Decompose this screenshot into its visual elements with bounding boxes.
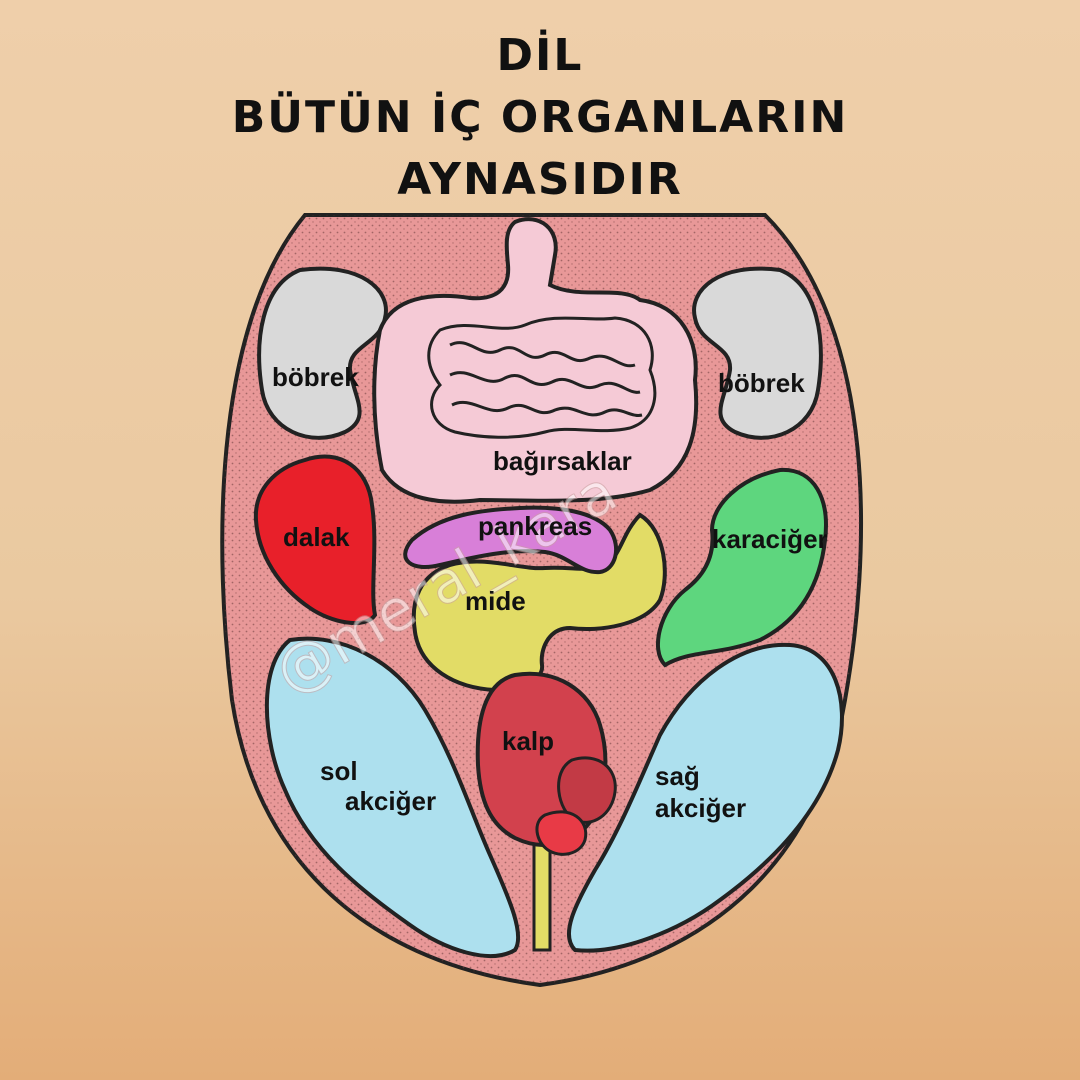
kidney-right	[692, 266, 823, 440]
stomach	[411, 512, 667, 693]
label-liver: karaciğer	[712, 524, 828, 554]
title-line-2: BÜTÜN İÇ ORGANLARIN	[231, 92, 849, 143]
label-lung-right-line1: sağ	[655, 761, 700, 791]
pancreas	[403, 505, 619, 575]
label-lung-right-line2: akciğer	[655, 793, 746, 823]
intestines	[372, 217, 699, 504]
title-line-1: DİL	[496, 30, 584, 81]
label-lung-left-line2: akciğer	[345, 786, 436, 816]
lung-right	[566, 642, 844, 953]
label-kidney-left: böbrek	[272, 362, 359, 392]
label-spleen: dalak	[283, 522, 350, 552]
heart-vessel	[535, 810, 588, 856]
heart	[475, 671, 617, 856]
spleen	[253, 454, 378, 625]
intestines-coils	[449, 341, 643, 417]
label-pancreas: pankreas	[478, 511, 592, 541]
label-lung-left-line1: sol	[320, 756, 358, 786]
label-intestines: bağırsaklar	[493, 446, 632, 476]
lung-left	[264, 636, 521, 958]
kidney-left	[257, 266, 388, 440]
intestines-inner	[427, 316, 657, 439]
label-heart: kalp	[502, 726, 554, 756]
liver	[655, 467, 828, 668]
title-line-3: AYNASIDIR	[397, 154, 683, 205]
label-stomach: mide	[465, 586, 526, 616]
heart-atrium	[557, 756, 617, 824]
label-kidney-right: böbrek	[718, 368, 805, 398]
